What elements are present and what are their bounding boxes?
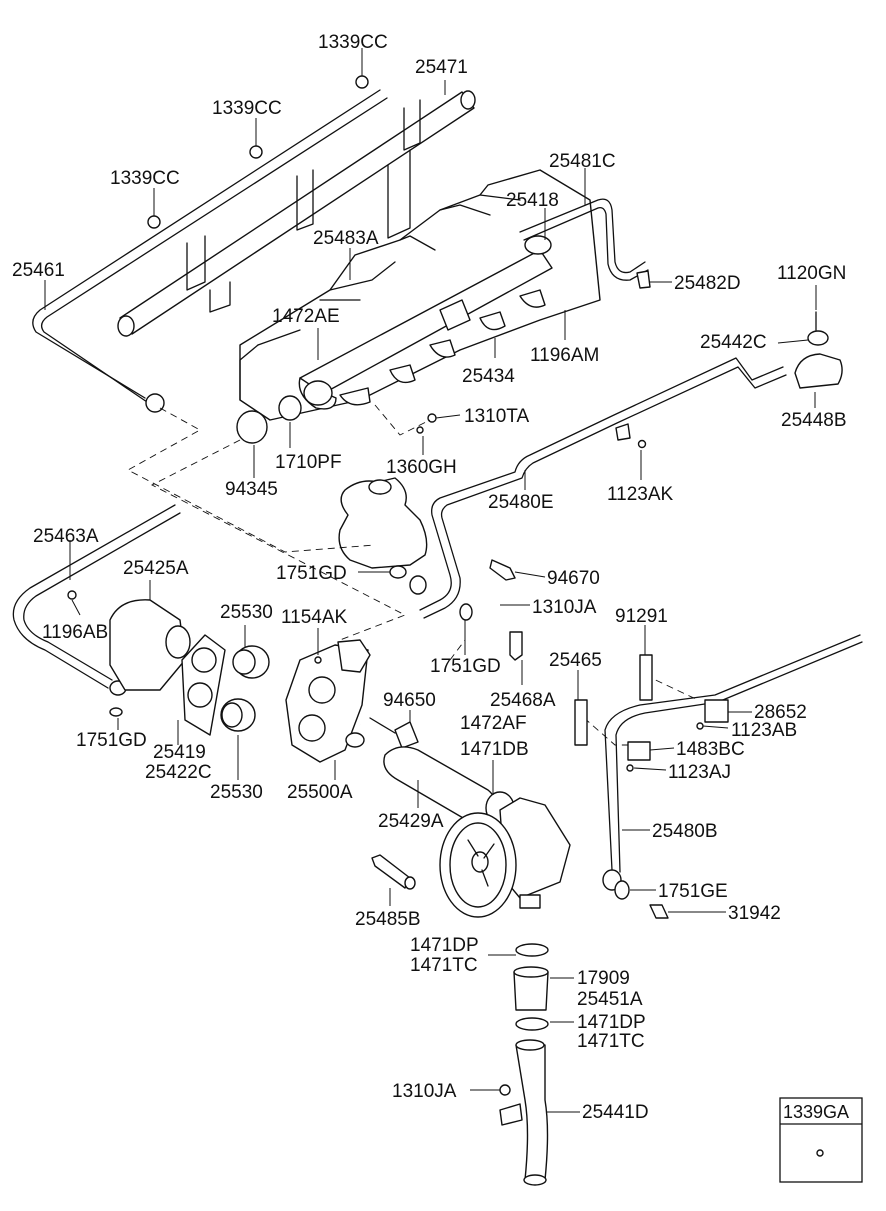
leader-lines (44, 48, 817, 1113)
label-28652: 28652 (754, 702, 807, 723)
label-1196ab: 1196AB (42, 622, 108, 643)
label-1472ae: 1472AE (272, 306, 340, 327)
hose-25451a (513, 966, 549, 1011)
label-25530-a: 25530 (220, 602, 273, 623)
label-25482d: 25482D (674, 273, 741, 294)
nut-1339cc (147, 75, 369, 229)
label-91291: 91291 (615, 606, 668, 627)
cover-25425a (67, 590, 191, 691)
label-25480b: 25480B (652, 821, 718, 842)
housing-1360gh (338, 477, 428, 569)
label-1751gd-a: 1751GD (276, 563, 347, 584)
label-1360gh: 1360GH (386, 457, 457, 478)
label-25485b: 25485B (355, 909, 421, 930)
pipe-25471 (117, 90, 476, 337)
label-1471dp-b: 1471DP (577, 1012, 646, 1033)
label-1339cc-c: 1339CC (110, 168, 180, 189)
label-25451a: 25451A (577, 989, 643, 1010)
label-25480e: 25480E (488, 492, 554, 513)
label-1196am: 1196AM (530, 345, 599, 366)
water-pump (439, 797, 571, 918)
label-1339cc-a: 1339CC (318, 32, 388, 53)
label-1471tc-b: 1471TC (577, 1031, 645, 1052)
housing-25500a (285, 639, 371, 763)
gasket-25419 (181, 634, 226, 736)
label-1310ta: 1310TA (464, 406, 529, 427)
label-94650: 94650 (383, 690, 436, 711)
label-1123ab: 1123AB (731, 720, 797, 741)
pipe-25461 (32, 89, 388, 413)
label-1120gn: 1120GN (777, 263, 846, 284)
bracket-91291 (574, 654, 729, 772)
pipe-25481c (519, 198, 649, 281)
label-25530-b: 25530 (210, 782, 263, 803)
sensor-25485b (371, 854, 416, 890)
pipe-25480e (409, 357, 787, 619)
bolt-31942 (649, 904, 669, 919)
clamp-1471dp-lower (515, 1017, 549, 1031)
label-1471dp-a: 1471DP (410, 935, 479, 956)
label-1751gd-c: 1751GD (76, 730, 147, 751)
bracket-25448b (794, 311, 843, 389)
label-25461: 25461 (12, 260, 65, 281)
label-94670: 94670 (547, 568, 600, 589)
label-25468a: 25468A (490, 690, 556, 711)
bolt-94670 (489, 559, 516, 581)
label-25463a: 25463A (33, 526, 99, 547)
label-25418: 25418 (506, 190, 559, 211)
label-25425a: 25425A (123, 558, 189, 579)
label-1472af: 1472AF (460, 713, 527, 734)
label-25429a: 25429A (378, 811, 444, 832)
label-1710pf: 1710PF (275, 452, 342, 473)
label-31942: 31942 (728, 903, 781, 924)
label-25442c: 25442C (700, 332, 767, 353)
label-1471db: 1471DB (460, 739, 529, 760)
label-17909: 17909 (577, 968, 630, 989)
label-1471tc-a: 1471TC (410, 955, 478, 976)
label-25422c: 25422C (145, 762, 212, 783)
label-25465: 25465 (549, 650, 602, 671)
gasket-1751gd (389, 565, 473, 621)
label-25448b: 25448B (781, 410, 847, 431)
label-1123ak: 1123AK (607, 484, 674, 505)
bolt-25468a (509, 631, 523, 661)
sensor-94650 (369, 717, 419, 749)
legend-box-label: 1339GA (783, 1102, 849, 1122)
label-25434: 25434 (462, 366, 515, 387)
nut-icon (816, 1149, 824, 1157)
label-25471: 25471 (415, 57, 468, 78)
label-1310ja-b: 1310JA (392, 1081, 457, 1102)
label-1310ja-a: 1310JA (532, 597, 597, 618)
label-1339cc-b: 1339CC (212, 98, 282, 119)
label-1751gd-b: 1751GD (430, 656, 501, 677)
engine-block (239, 169, 601, 421)
part-labels: 1339CC 25471 1339CC 1339CC 25481C 25418 … (12, 32, 847, 1123)
label-25481c: 25481C (549, 151, 616, 172)
legend-box: 1339GA (779, 1097, 863, 1183)
clamp-1123ak (615, 423, 647, 449)
label-25441d: 25441D (582, 1102, 649, 1123)
pipe-25480b (602, 634, 863, 900)
label-1123aj: 1123AJ (668, 762, 731, 783)
thermostat-25530 (220, 645, 270, 732)
label-94345: 94345 (225, 479, 278, 500)
pipe-25441d (499, 1039, 549, 1186)
label-1154ak: 1154AK (281, 607, 348, 628)
manifold-25483a (298, 235, 553, 410)
label-25483a: 25483A (313, 228, 379, 249)
label-1483bc: 1483BC (676, 739, 745, 760)
label-25500a: 25500A (287, 782, 353, 803)
label-25419: 25419 (153, 742, 206, 763)
label-1751ge: 1751GE (658, 881, 728, 902)
bracket-25482d (636, 270, 651, 289)
clamp-1471dp-upper (515, 943, 549, 957)
